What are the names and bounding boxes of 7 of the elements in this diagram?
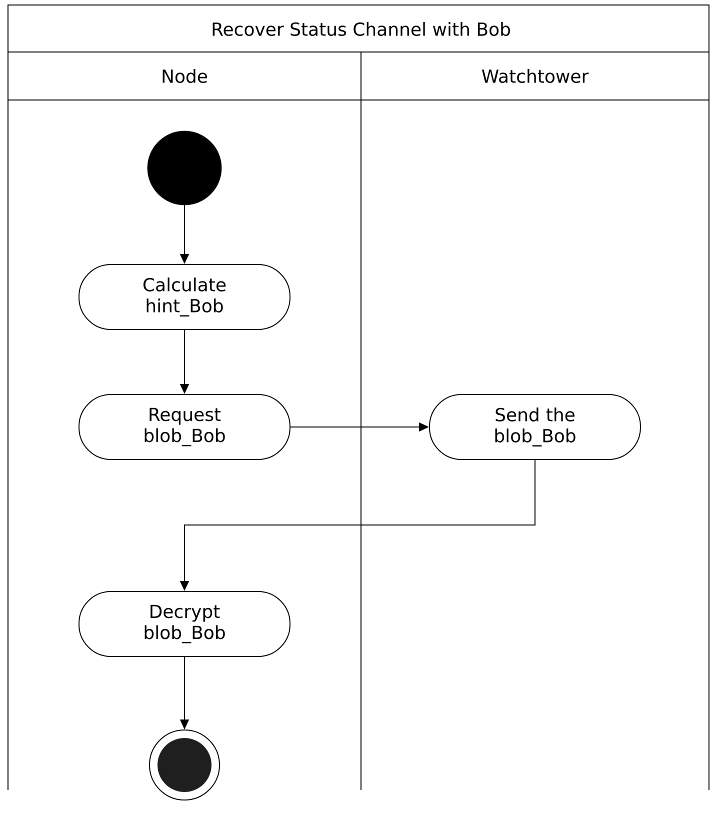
activity-box: Send the blob_Bob (429, 394, 641, 460)
start-circle (147, 130, 222, 206)
title-bar: Recover Status Channel with Bob (8, 4, 710, 53)
activity-box: Decrypt blob_Bob (78, 591, 290, 657)
end-circle (149, 730, 220, 800)
activity-box: Request blob_Bob (78, 394, 290, 460)
activity-box: Calculate hint_Bob (78, 264, 290, 330)
